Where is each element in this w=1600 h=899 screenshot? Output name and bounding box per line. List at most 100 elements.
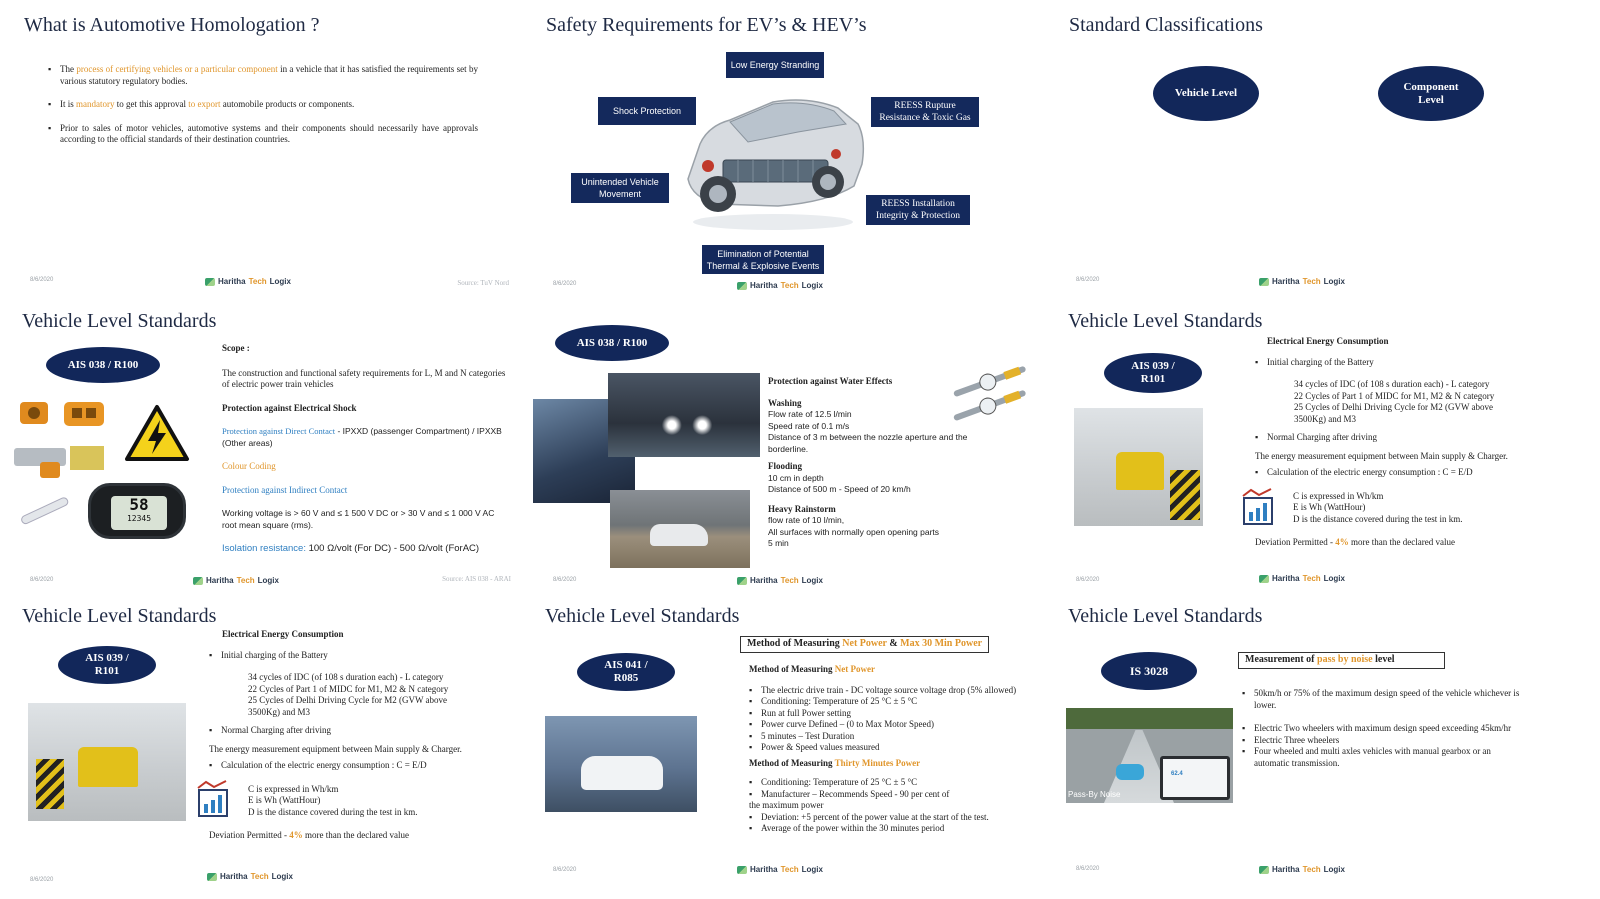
definition-line: E is Wh (WattHour) [1293,502,1366,512]
slide-ais039-energy-repeat: Vehicle Level Standards AIS 039 / R101 E… [0,600,533,899]
connectors-image [14,402,104,525]
rainstorm-heading: Heavy Rainstorm [768,503,836,514]
rainstorm-line: flow rate of 10 l/min, [768,515,845,525]
washing-heading: Washing [768,397,802,408]
list-item: Average of the power within the 30 minut… [749,823,1019,835]
slide-title: Vehicle Level Standards [1068,310,1263,332]
water-effects-text: Protection against Water Effects Washing… [768,376,1003,550]
slide-title: Safety Requirements for EV’s & HEV’s [546,14,867,36]
flooding-line: 10 cm in depth [768,472,824,483]
analytics-icon [1242,488,1273,525]
definition-line: D is the distance covered during the tes… [1293,513,1463,524]
scope-heading: Scope : [222,343,250,353]
slide-ais038-electrical-shock: What is Automotive Homologation ? Vehicl… [0,300,533,599]
cycle-line: 22 Cycles of Part 1 of MIDC for M1, M2 &… [1294,390,1495,401]
meter-odometer: 12345 [126,514,152,523]
cycle-line: 34 cycles of IDC (of 108 s duration each… [248,672,444,682]
measurement-line: The energy measurement equipment between… [209,743,462,754]
thirty-minutes-list: Conditioning: Temperature of 25 °C ± 5 °… [749,777,1019,800]
cycle-line: 25 Cycles of Delhi Driving Cycle for M2 … [248,695,448,717]
list-item: Four wheeled and multi axles vehicles wi… [1242,746,1522,769]
bullet-initial-charging: Initial charging of the Battery [209,650,509,662]
list-item: The electric drive train - DC voltage so… [749,685,1019,697]
list-item: Electric Three wheelers [1242,735,1522,747]
slide-date: 8/6/2020 [30,577,54,583]
slide-date: 8/6/2020 [553,577,577,583]
box-elimination: Elimination of Potential Thermal & Explo… [702,245,824,274]
colour-coding: Colour Coding [222,461,276,471]
direct-contact-text: Protection against Direct Contact - IPXX… [222,426,502,448]
logo-icon [737,865,748,874]
high-voltage-warning-icon [125,405,189,461]
speed-list: 50km/h or 75% of the maximum design spee… [1242,688,1522,711]
flooding-line: Distance of 500 m - Speed of 20 km/h [768,484,911,494]
continuation-line: the maximum power [749,800,824,810]
washing-line: Flow rate of 12.5 l/min [768,409,852,419]
oval-ais039: AIS 039 / R101 [1104,353,1202,393]
bullet-initial-charging: Initial charging of the Battery [1255,357,1590,369]
bullet-mandatory: It is mandatory to get this approval to … [48,99,478,111]
cycles-block: 34 cycles of IDC (of 108 s duration each… [1294,379,1590,425]
bullet-calculation: Calculation of the electric energy consu… [1255,467,1590,479]
energy-text: Electrical Energy Consumption Initial ch… [1255,336,1590,549]
slide-date: 8/6/2020 [553,867,577,873]
energy-heading: Electrical Energy Consumption [222,629,344,639]
energy-heading: Electrical Energy Consumption [1267,336,1389,346]
logo-icon [1259,574,1270,583]
test-rig-photo [1074,408,1203,526]
rainstorm-line: 5 min [768,538,789,548]
method-box: Method of Measuring Net Power & Max 30 M… [740,636,990,653]
energy-text: Electrical Energy Consumption Initial ch… [209,629,509,842]
box-low-energy: Low Energy Stranding [726,52,824,78]
bullet-list: The process of certifying vehicles or a … [48,64,478,146]
oval-ais039: AIS 039 / R101 [58,646,156,684]
analytics-icon [197,780,228,817]
slide-ais041-power: Vehicle Level Standards AIS 041 / R085 M… [533,600,1066,899]
list-item: Manufacturer – Recommends Speed - 90 per… [749,789,1019,801]
source-note: Source: AIS 038 - ARAI [442,575,511,583]
meter-display: 58 12345 [88,483,186,539]
box-unintended-movement: Unintended Vehicle Movement [571,173,669,203]
list-item: Conditioning: Temperature of 25 °C ± 5 °… [749,777,1019,789]
net-power-heading: Method of Measuring Net Power [749,664,875,674]
flooded-car [650,524,708,546]
logo-icon [737,576,748,585]
list-item: Conditioning: Temperature of 25 °C ± 5 °… [749,696,1019,708]
pass-by-noise-photo: 62.4 Pass-By Noise [1066,708,1233,803]
logo-icon [1259,865,1270,874]
oval-ais038: AIS 038 / R100 [46,347,160,383]
water-effects-heading: Protection against Water Effects [768,376,893,386]
oval-ais038: AIS 038 / R100 [555,325,669,361]
list-item: Power curve Defined – (0 to Max Motor Sp… [749,719,1019,731]
cycle-line: 22 Cycles of Part 1 of MIDC for M1, M2 &… [248,683,449,694]
slide-title: Standard Classifications [1069,14,1263,36]
rig-stripes [1170,470,1200,520]
screen-value: 62.4 [1171,771,1183,777]
measurement-line: The energy measurement equipment between… [1255,450,1508,461]
list-item: Run at full Power setting [749,708,1019,720]
definitions: C is expressed in Wh/km E is Wh (WattHou… [248,784,509,819]
bullet-calculation: Calculation of the electric energy consu… [209,760,509,772]
rig-vehicle [78,747,138,787]
cycle-line: 25 Cycles of Delhi Driving Cycle for M2 … [1294,402,1494,424]
definitions: C is expressed in Wh/km E is Wh (WattHou… [1293,491,1590,526]
measurement-box: Measurement of pass by noise level [1238,652,1445,669]
oval-ais041: AIS 041 / R085 [577,653,675,691]
oval-component-level: Component Level [1378,66,1484,121]
ev-car-cutaway-image [687,99,865,230]
working-voltage: Working voltage is > 60 V and ≤ 1 500 V … [222,508,495,530]
rainstorm-line: All surfaces with normally open opening … [768,526,940,537]
slide-is3028-noise: Vehicle Level Standards IS 3028 62.4 Pas… [1066,600,1599,899]
slide-date: 8/6/2020 [1076,577,1100,583]
bullet-normal-charging: Normal Charging after driving [209,725,509,737]
cycle-line: 34 cycles of IDC (of 108 s duration each… [1294,379,1490,389]
box-shock-protection: Shock Protection [598,97,696,125]
thirty-minutes-heading: Method of Measuring Thirty Minutes Power [749,757,921,768]
deviation-line: Deviation Permitted - 4% more than the d… [209,830,409,840]
definition-line: C is expressed in Wh/km [1293,490,1384,501]
scope-text: The construction and functional safety r… [222,367,506,390]
